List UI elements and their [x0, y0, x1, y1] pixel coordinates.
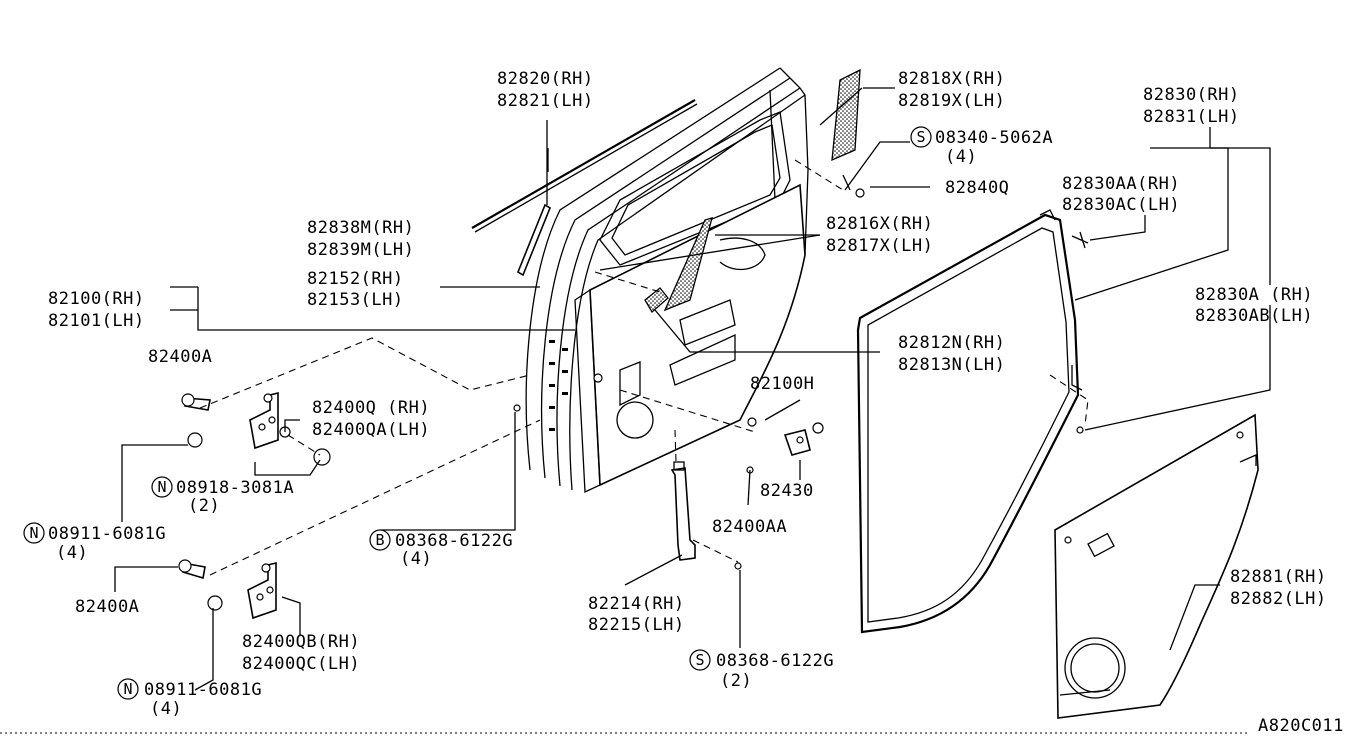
nut-lower — [207, 595, 223, 611]
label-08340: 08340-5062A — [935, 128, 1053, 148]
label-82430: 82430 — [760, 481, 814, 501]
svg-text:S: S — [916, 128, 925, 146]
door-trim-panel — [1054, 413, 1259, 719]
label-08368-s-qty: (2) — [720, 671, 752, 691]
label-82830ac: 82830AC(LH) — [1062, 195, 1180, 215]
label-82153: 82153(LH) — [307, 290, 404, 310]
label-82813n: 82813N(LH) — [898, 355, 1005, 375]
label-82838m: 82838M(RH) — [307, 218, 414, 238]
label-82882: 82882(LH) — [1230, 589, 1327, 609]
label-82830ab: 82830AB(LH) — [1195, 306, 1313, 326]
label-08911-top-qty: (4) — [56, 543, 88, 563]
symbol-n-08911-top: N — [23, 522, 45, 544]
lower-hinge-bolt — [178, 559, 206, 580]
diagram-code: A820C011 — [1258, 716, 1344, 736]
label-82820: 82820(RH) — [497, 69, 594, 89]
label-82830: 82830(RH) — [1143, 85, 1240, 105]
label-82840q: 82840Q — [945, 178, 1009, 198]
label-82214: 82214(RH) — [588, 594, 685, 614]
door-shell — [525, 67, 809, 493]
label-08918-qty: (2) — [188, 496, 220, 516]
label-82215: 82215(LH) — [588, 615, 685, 635]
label-82400aa: 82400AA — [712, 517, 787, 537]
label-82812n: 82812N(RH) — [898, 333, 1005, 353]
upper-hinge-bolt — [181, 393, 211, 411]
label-08911-bot: 08911-6081G — [144, 680, 262, 700]
part-labels: 82820(RH) 82821(LH) 82818X(RH) 82819X(LH… — [48, 69, 1344, 736]
label-08368-b: 08368-6122G — [395, 531, 513, 551]
window-weatherstrip — [471, 99, 696, 229]
svg-text:S: S — [695, 651, 704, 669]
label-82816x: 82816X(RH) — [826, 214, 933, 234]
seal-82816x — [663, 217, 713, 312]
label-82831: 82831(LH) — [1143, 107, 1240, 127]
label-08911-top: 08911-6081G — [48, 524, 166, 544]
label-08918: 08918-3081A — [176, 478, 294, 498]
label-82152: 82152(RH) — [307, 269, 404, 289]
svg-text:N: N — [123, 680, 132, 698]
sash-strip — [517, 203, 551, 277]
svg-text:N: N — [29, 524, 38, 542]
seal-82818x — [831, 68, 861, 162]
label-82400a-bot: 82400A — [75, 597, 139, 617]
lower-hinge — [247, 561, 277, 620]
label-82821: 82821(LH) — [497, 91, 594, 111]
solid-leaders — [114, 87, 1271, 691]
dashed-leaders — [199, 159, 1089, 576]
edge-holes — [549, 340, 568, 431]
label-82100h: 82100H — [750, 374, 814, 394]
label-08368-b-qty: (4) — [400, 549, 432, 569]
label-82101: 82101(LH) — [48, 311, 145, 331]
label-08368-s: 08368-6122G — [716, 651, 834, 671]
svg-text:B: B — [375, 531, 384, 549]
label-82100: 82100(RH) — [48, 289, 145, 309]
label-82400q: 82400Q (RH) — [312, 398, 430, 418]
label-82400qc: 82400QC(LH) — [242, 654, 360, 674]
clip-82100h — [747, 417, 757, 427]
lock-striker — [783, 422, 824, 456]
label-82830aa: 82830AA(RH) — [1062, 174, 1180, 194]
symbol-s-08340: S — [910, 126, 932, 148]
symbol-n-08918: N — [151, 476, 173, 498]
symbol-s-08368: S — [689, 649, 711, 671]
label-08340-qty: (4) — [945, 147, 977, 167]
label-82819x: 82819X(LH) — [898, 91, 1005, 111]
symbol-b-08368: B — [369, 529, 391, 551]
label-82830a: 82830A (RH) — [1195, 285, 1313, 305]
nut-upper — [187, 432, 203, 448]
label-82881: 82881(RH) — [1230, 567, 1327, 587]
upper-hinge — [249, 391, 291, 450]
svg-text:N: N — [157, 478, 166, 496]
washer-upper — [313, 448, 331, 466]
door-check-link — [670, 461, 696, 561]
door-weatherstrip — [856, 209, 1083, 634]
label-82839m: 82839M(LH) — [307, 240, 414, 260]
label-82818x: 82818X(RH) — [898, 69, 1005, 89]
label-82400a-top: 82400A — [148, 347, 212, 367]
label-82817x: 82817X(LH) — [826, 236, 933, 256]
label-82400qa: 82400QA(LH) — [312, 420, 430, 440]
symbol-n-08911-bot: N — [117, 678, 139, 700]
seal-82812n — [644, 287, 669, 314]
label-82400qb: 82400QB(RH) — [242, 632, 360, 652]
clip-82830aa — [1071, 231, 1089, 249]
clip-82840q — [855, 188, 865, 198]
label-08911-bot-qty: (4) — [150, 699, 182, 719]
